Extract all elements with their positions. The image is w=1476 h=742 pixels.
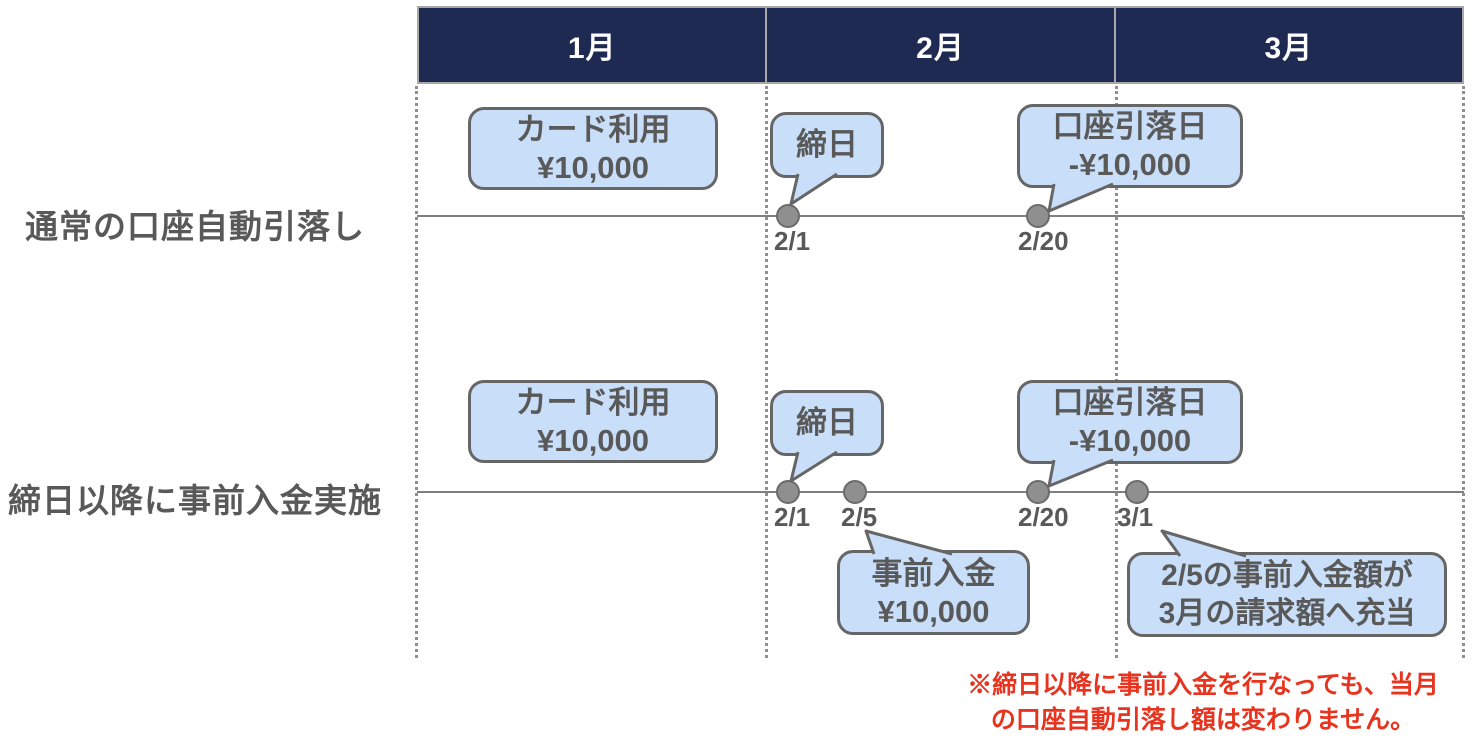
bubble-closing-date-row2: 締日 — [770, 390, 884, 456]
bubble-account-debit-row2-title: 口座引落日 — [1052, 385, 1208, 420]
date-label-row2-feb1: 2/1 — [774, 502, 811, 532]
month-divider-line-left — [415, 86, 418, 658]
bubble-applied-to-march-line1: 2/5の事前入金額が — [1161, 558, 1413, 592]
bubble-card-usage-row1-amount: ¥10,000 — [536, 149, 650, 185]
tail-closing-row2 — [789, 450, 838, 483]
date-label-row1-feb20: 2/20 — [1018, 226, 1069, 256]
bubble-card-usage-row1-title: カード利用 — [515, 111, 671, 147]
bubble-account-debit-row2: 口座引落日 -¥10,000 — [1017, 380, 1243, 464]
footnote-red-line1: ※締日以降に事前入金を行なっても、当月 — [967, 671, 1439, 699]
date-label-row2-feb5: 2/5 — [841, 502, 878, 532]
bubble-closing-date-row2-label: 締日 — [796, 405, 858, 440]
bubble-account-debit-row1-amount: -¥10,000 — [1068, 147, 1192, 182]
bubble-card-usage-row1: カード利用 ¥10,000 — [468, 107, 718, 190]
timeline-dot-row2-mar1 — [1125, 480, 1149, 504]
date-label-row2-feb20: 2/20 — [1018, 502, 1069, 532]
row-label-advance-deposit: 締日以降に事前入金実施 — [8, 482, 382, 519]
bubble-card-usage-row2-title: カード利用 — [515, 384, 671, 420]
month-divider-line-feb-mar — [1115, 86, 1118, 658]
bubble-account-debit-row1: 口座引落日 -¥10,000 — [1017, 104, 1243, 188]
bubble-card-usage-row2: カード利用 ¥10,000 — [468, 380, 718, 463]
month-divider-line-jan-feb — [765, 86, 768, 658]
timeline-dot-row2-feb1 — [776, 480, 800, 504]
bubble-advance-deposit-amount: ¥10,000 — [877, 593, 990, 629]
row-label-normal-auto-debit: 通常の口座自動引落し — [25, 208, 365, 245]
timeline-dot-row2-feb5 — [843, 480, 867, 504]
month-divider-line-right — [1462, 86, 1465, 658]
tail-closing-row1 — [789, 172, 838, 206]
timeline-dot-row1-feb1 — [776, 204, 800, 228]
month-header-january: 1月 — [567, 32, 617, 65]
bubble-applied-to-march: 2/5の事前入金額が 3月の請求額へ充当 — [1127, 552, 1447, 637]
bubble-account-debit-row2-amount: -¥10,000 — [1068, 423, 1192, 458]
date-label-row2-mar1: 3/1 — [1117, 502, 1154, 532]
timeline-advance-deposit — [417, 491, 1464, 493]
month-header-february: 2月 — [765, 8, 1113, 82]
bubble-account-debit-row1-title: 口座引落日 — [1052, 109, 1208, 144]
bubble-advance-deposit: 事前入金 ¥10,000 — [837, 550, 1030, 635]
bubble-card-usage-row2-amount: ¥10,000 — [536, 422, 650, 458]
tail-debit-row1 — [1047, 182, 1114, 213]
month-header: 1月 2月 3月 — [417, 6, 1464, 84]
bubble-closing-date-row1: 締日 — [770, 112, 884, 178]
month-header-march: 3月 — [1113, 8, 1462, 82]
bubble-closing-date-row1-label: 締日 — [796, 127, 858, 162]
timeline-dot-row2-feb20 — [1026, 480, 1050, 504]
bubble-applied-to-march-line2: 3月の請求額へ充当 — [1158, 596, 1416, 630]
date-label-row1-feb1: 2/1 — [774, 226, 811, 256]
footnote-red-line2: の口座自動引落し額は変わりません。 — [990, 706, 1416, 734]
bubble-advance-deposit-title: 事前入金 — [871, 555, 996, 591]
footnote-red: ※締日以降に事前入金を行なっても、当月 の口座自動引落し額は変わりません。 — [930, 668, 1476, 738]
timeline-dot-row1-feb20 — [1026, 204, 1050, 228]
timeline-normal-auto-debit — [417, 215, 1464, 217]
